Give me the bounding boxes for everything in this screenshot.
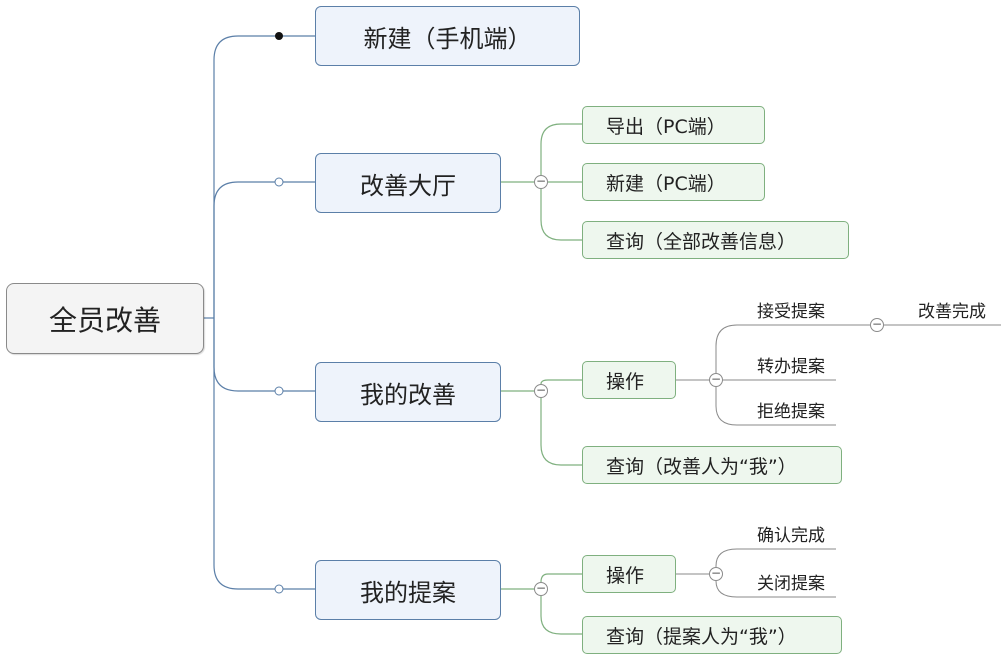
node-operate-proposal-label: 操作 <box>606 564 645 587</box>
leaf-close-proposal[interactable]: 关闭提案 <box>757 574 825 594</box>
node-operate-improvement[interactable]: 操作 <box>582 361 676 399</box>
node-operate-proposal[interactable]: 操作 <box>582 555 676 593</box>
leaf-reject-proposal[interactable]: 拒绝提案 <box>757 402 825 422</box>
node-export-pc[interactable]: 导出（PC端） <box>582 106 765 144</box>
node-my-improvement[interactable]: 我的改善 <box>315 362 501 422</box>
node-new-mobile[interactable]: 新建（手机端） <box>315 6 580 66</box>
node-new-mobile-label: 新建（手机端） <box>363 24 532 53</box>
node-my-improvement-label: 我的改善 <box>360 380 456 409</box>
branch-dot <box>274 177 284 187</box>
node-new-pc[interactable]: 新建（PC端） <box>582 163 765 201</box>
root-node[interactable]: 全员改善 <box>6 283 204 354</box>
branch-dot <box>274 584 284 594</box>
collapse-toggle-hall[interactable]: − <box>534 174 548 189</box>
node-query-all-label: 查询（全部改善信息） <box>606 230 797 253</box>
collapse-toggle-accept[interactable]: − <box>870 317 884 332</box>
collapse-toggle-my-improvement[interactable]: − <box>534 383 548 398</box>
node-new-pc-label: 新建（PC端） <box>606 172 726 195</box>
node-improvement-hall-label: 改善大厅 <box>360 171 456 200</box>
root-label: 全员改善 <box>48 303 161 337</box>
node-query-improver-me[interactable]: 查询（改善人为“我”） <box>582 446 842 484</box>
leaf-accept-proposal[interactable]: 接受提案 <box>757 302 825 322</box>
node-my-proposal[interactable]: 我的提案 <box>315 560 501 620</box>
node-query-improver-me-label: 查询（改善人为“我”） <box>606 455 797 478</box>
node-export-pc-label: 导出（PC端） <box>606 115 726 138</box>
node-my-proposal-label: 我的提案 <box>360 578 456 607</box>
leaf-transfer-proposal[interactable]: 转办提案 <box>757 357 825 377</box>
node-improvement-hall[interactable]: 改善大厅 <box>315 153 501 213</box>
leaf-confirm-complete[interactable]: 确认完成 <box>757 526 825 546</box>
branch-dot <box>275 32 283 40</box>
collapse-toggle-operate-improvement[interactable]: − <box>709 372 723 387</box>
leaf-improvement-complete[interactable]: 改善完成 <box>918 302 986 322</box>
branch-dot <box>274 386 284 396</box>
node-operate-improvement-label: 操作 <box>606 370 645 393</box>
collapse-toggle-my-proposal[interactable]: − <box>534 581 548 596</box>
node-query-all[interactable]: 查询（全部改善信息） <box>582 221 849 259</box>
node-query-proposer-me-label: 查询（提案人为“我”） <box>606 625 797 648</box>
node-query-proposer-me[interactable]: 查询（提案人为“我”） <box>582 616 842 654</box>
collapse-toggle-operate-proposal[interactable]: − <box>709 566 723 581</box>
